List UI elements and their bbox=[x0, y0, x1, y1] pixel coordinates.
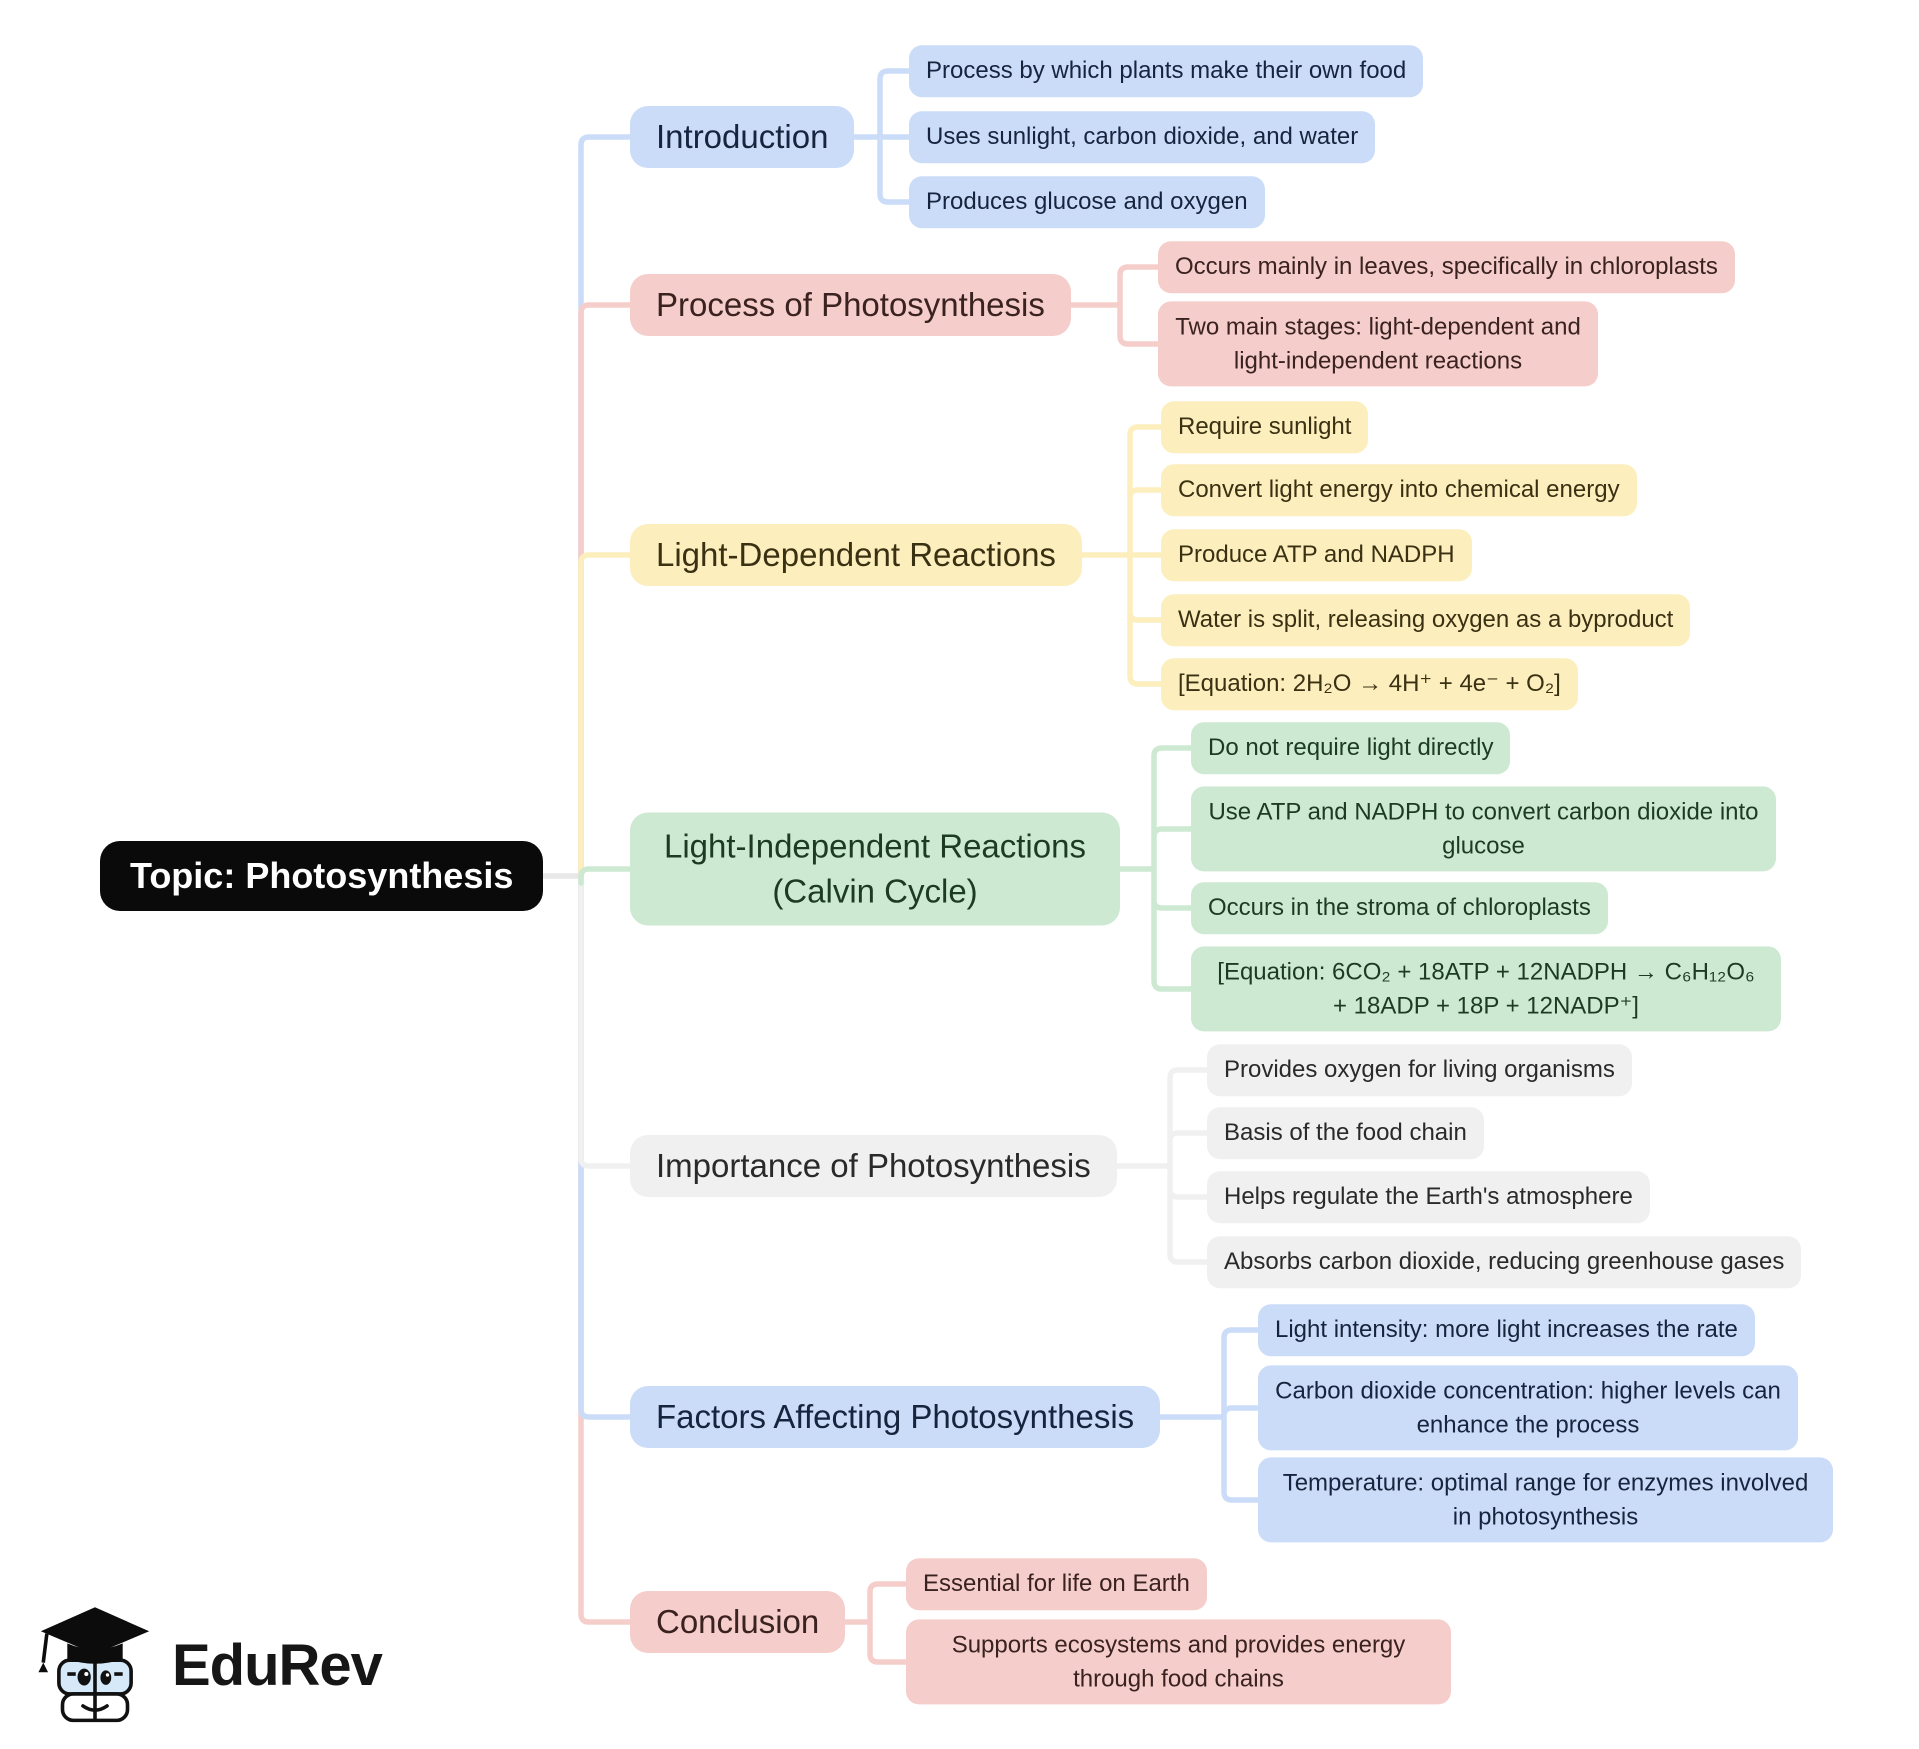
connector-spine-importance bbox=[578, 873, 653, 1169]
connector-spine-conclusion bbox=[578, 873, 653, 1625]
child-node: Use ATP and NADPH to convert carbon diox… bbox=[1191, 786, 1776, 872]
child-node: Uses sunlight, carbon dioxide, and water bbox=[909, 111, 1376, 163]
topic-importance: Importance of Photosynthesis bbox=[630, 1135, 1117, 1197]
child-node: Occurs mainly in leaves, specifically in… bbox=[1158, 241, 1735, 293]
child-node: Process by which plants make their own f… bbox=[909, 45, 1424, 97]
edurev-mascot-icon bbox=[38, 1607, 150, 1723]
child-node: Produce ATP and NADPH bbox=[1161, 529, 1472, 581]
child-node: Essential for life on Earth bbox=[906, 1558, 1207, 1610]
child-node: Carbon dioxide concentration: higher lev… bbox=[1258, 1365, 1798, 1451]
connector-spine-introduction bbox=[578, 134, 653, 879]
topic-factors: Factors Affecting Photosynthesis bbox=[630, 1386, 1161, 1448]
connector-spine-factors bbox=[578, 873, 653, 1420]
child-node: Temperature: optimal range for enzymes i… bbox=[1258, 1457, 1833, 1543]
topic-light-dependent: Light-Dependent Reactions bbox=[630, 524, 1082, 586]
child-node: Produces glucose and oxygen bbox=[909, 176, 1265, 228]
child-node: Convert light energy into chemical energ… bbox=[1161, 464, 1637, 516]
edurev-logo: EduRev bbox=[34, 1600, 383, 1730]
child-node: Light intensity: more light increases th… bbox=[1258, 1304, 1755, 1356]
child-node: Supports ecosystems and provides energy … bbox=[906, 1619, 1451, 1705]
connector-children-light-dependent bbox=[1047, 424, 1179, 687]
child-node: Basis of the food chain bbox=[1207, 1107, 1484, 1159]
child-node: [Equation: 6CO₂ + 18ATP + 12NADPH → C₆H₁… bbox=[1191, 946, 1781, 1032]
child-node: Two main stages: light-dependent and lig… bbox=[1158, 301, 1598, 387]
child-node: Helps regulate the Earth's atmosphere bbox=[1207, 1171, 1650, 1223]
topic-conclusion: Conclusion bbox=[630, 1591, 846, 1653]
topic-introduction: Introduction bbox=[630, 106, 855, 168]
child-node: Provides oxygen for living organisms bbox=[1207, 1044, 1632, 1096]
child-node: Absorbs carbon dioxide, reducing greenho… bbox=[1207, 1236, 1802, 1288]
connector-children-importance bbox=[1077, 1067, 1225, 1265]
connector-spine-light-dependent bbox=[578, 552, 653, 879]
child-node: Require sunlight bbox=[1161, 401, 1369, 453]
connector-children-factors bbox=[1127, 1327, 1276, 1503]
child-node: Do not require light directly bbox=[1191, 722, 1511, 774]
connector-spine-calvin bbox=[578, 866, 653, 886]
topic-process: Process of Photosynthesis bbox=[630, 274, 1071, 336]
edurev-brand-text: EduRev bbox=[172, 1632, 383, 1698]
child-node: Water is split, releasing oxygen as a by… bbox=[1161, 594, 1691, 646]
child-node: Occurs in the stroma of chloroplasts bbox=[1191, 882, 1608, 934]
topic-calvin-cycle: Light-Independent Reactions (Calvin Cycl… bbox=[630, 812, 1120, 926]
root-node: Topic: Photosynthesis bbox=[100, 841, 544, 911]
child-node: [Equation: 2H₂O → 4H⁺ + 4e⁻ + O₂] bbox=[1161, 658, 1578, 710]
connector-spine-process bbox=[578, 302, 653, 879]
